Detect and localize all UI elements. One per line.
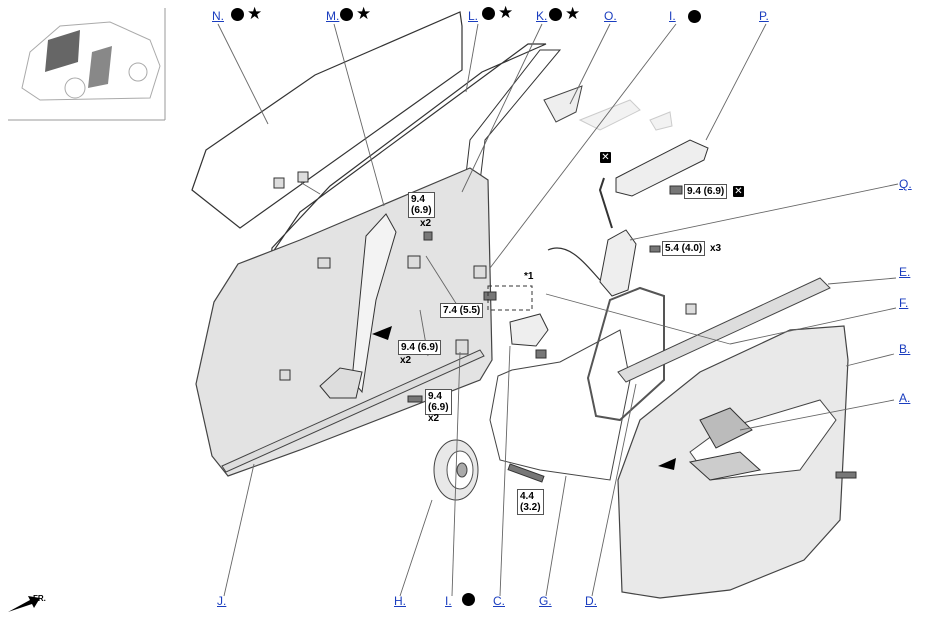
callout-n[interactable]: N. <box>212 9 224 23</box>
dot-icon <box>462 593 475 606</box>
note-ref: *1 <box>524 271 534 282</box>
callout-j[interactable]: J. <box>217 594 227 608</box>
replace-part-icon: ✕ <box>600 152 611 163</box>
callout-k[interactable]: K. <box>536 9 548 23</box>
dot-icon <box>231 8 244 21</box>
bolts <box>407 185 857 483</box>
star-icon: ★ <box>356 4 372 24</box>
callout-f[interactable]: F. <box>899 296 909 310</box>
front-label: FR. <box>33 594 46 603</box>
detail-box <box>487 285 533 311</box>
callout-i-top[interactable]: I. <box>669 9 676 23</box>
torque-spec-regulator-mid: 9.4 (6.9) <box>398 340 442 355</box>
callout-l[interactable]: L. <box>468 9 479 23</box>
callout-m[interactable]: M. <box>326 9 340 23</box>
inner-belt-strip <box>617 277 831 383</box>
dot-icon <box>340 8 353 21</box>
torque-qty: x2 <box>428 413 440 424</box>
outer-handle-frame <box>615 139 709 197</box>
torque-spec-regulator-upper: 9.4 (6.9) <box>408 192 435 218</box>
star-icon: ★ <box>565 4 581 24</box>
callout-p[interactable]: P. <box>759 9 769 23</box>
callout-i-bottom[interactable]: I. <box>445 594 452 608</box>
torque-spec-latch: 5.4 (4.0) <box>662 241 706 256</box>
vehicle-locator-thumbnail <box>8 8 166 121</box>
callout-q[interactable]: Q. <box>899 177 912 191</box>
window-regulator <box>351 213 397 394</box>
outer-belt-molding <box>221 349 485 473</box>
door-weatherstrip <box>586 286 665 422</box>
front-arrow-icon <box>8 596 40 612</box>
callout-b[interactable]: B. <box>899 342 911 356</box>
torque-spec-inner-handle: 7.4 (5.5) <box>440 303 484 318</box>
dot-icon <box>482 7 495 20</box>
callout-o[interactable]: O. <box>604 9 617 23</box>
replace-part-icon: ✕ <box>733 186 744 197</box>
torque-qty: x2 <box>400 355 412 366</box>
door-latch <box>599 229 637 297</box>
inner-handle <box>509 313 549 347</box>
door-glass <box>191 11 463 229</box>
torque-spec-speaker: 4.4 (3.2) <box>517 489 544 515</box>
callout-e[interactable]: E. <box>899 265 911 279</box>
callout-a[interactable]: A. <box>899 391 911 405</box>
torque-qty: x3 <box>710 243 722 254</box>
dot-icon <box>688 10 701 23</box>
torque-spec-outer-handle: 9.4 (6.9) <box>684 184 728 199</box>
callout-d[interactable]: D. <box>585 594 597 608</box>
star-icon: ★ <box>498 3 514 23</box>
star-icon: ★ <box>247 4 263 24</box>
dot-icon <box>549 8 562 21</box>
callout-c[interactable]: C. <box>493 594 505 608</box>
callout-g[interactable]: G. <box>539 594 552 608</box>
callout-h[interactable]: H. <box>394 594 406 608</box>
mirror-corner-cover <box>543 85 583 123</box>
torque-qty: x2 <box>420 218 432 229</box>
clips <box>273 171 697 381</box>
torque-spec-regulator-lower: 9.4 (6.9) <box>425 389 452 415</box>
speaker <box>433 439 479 501</box>
